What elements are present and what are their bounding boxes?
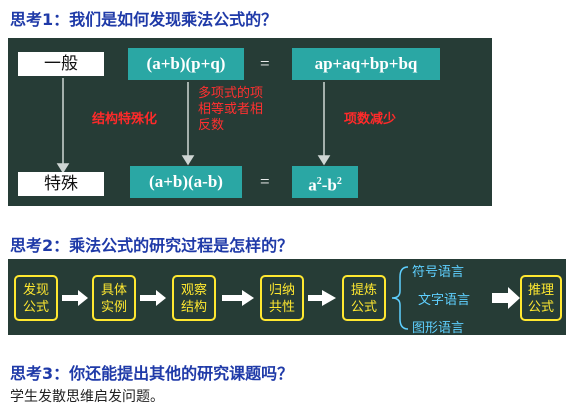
step-refine-formula: 提炼 公式 [342,275,386,321]
step-induce-commonality: 归纳 共性 [260,275,304,321]
equals-sign-top: = [260,54,270,73]
step-discover-formula: 发现 公式 [14,275,58,321]
special-result-exp-a: 2 [316,176,322,187]
equals-sign-bottom: = [260,172,270,191]
annotation-reduce: 项数减少 [344,112,397,127]
general-expression: (a+b)(p+q) [146,54,226,73]
step-reason-formula: 推理 公式 [520,275,562,321]
step-3-line1: 观察 [180,283,207,298]
general-result: ap+aq+bp+bq [314,54,418,73]
process-arrows [62,266,520,330]
arrow-2 [140,290,166,306]
language-graphic: 图形语言 [412,321,465,336]
annotation-terms: 多项式的项 相等或者相 反数 [198,86,263,134]
final-step-line2: 公式 [527,300,554,315]
general-label: 一般 [44,54,78,74]
step-concrete-examples: 具体 实例 [92,275,136,321]
language-symbol: 符号语言 [412,265,465,280]
question-1-title: 思考1：我们是如何发现乘法公式的？ [10,6,277,30]
general-label-box: 一般 [18,52,104,76]
question-2-title: 思考2：乘法公式的研究过程是怎样的？ [10,232,293,256]
arrow-1 [62,290,88,306]
research-process-panel: 发现 公式 具体 实例 观察 结构 归纳 共性 提炼 公式 符号语言 文字语言 … [8,259,566,336]
step-3-line2: 结构 [180,300,207,315]
annotation-terms-line2: 相等或者相 [198,102,264,117]
special-result-exp-b: 2 [336,176,342,187]
flow-arrows [56,78,331,174]
final-step-line1: 推理 [527,283,554,298]
question-3-text: 你还能提出其他的研究课题吗？ [69,364,294,383]
step-1-line1: 发现 [22,283,49,298]
question-1-text: 我们是如何发现乘法公式的？ [69,10,278,29]
arrow-3 [222,290,254,306]
special-label-box: 特殊 [18,172,104,196]
special-label: 特殊 [44,174,78,194]
annotation-structure: 结构特殊化 [92,112,158,127]
question-2-text: 乘法公式的研究过程是怎样的？ [69,236,294,255]
question-1-label: 思考1： [10,10,70,29]
question-3-label: 思考3： [10,364,70,383]
footer-note: 学生发散思维启发问题。 [10,389,164,405]
formula-discovery-panel: 一般 (a+b)(p+q) = ap+aq+bp+bq 结构特殊化 多项式的项 … [8,38,492,206]
special-result-minus-b: -b [321,175,337,195]
step-4-line2: 共性 [268,300,295,315]
special-expression-box: (a+b)(a-b) [130,166,242,198]
special-result-box: a2-b2 [292,166,358,198]
arrow-4 [308,290,336,306]
special-expression: (a+b)(a-b) [149,172,223,191]
question-2-label: 思考2： [10,236,70,255]
special-result-a: a [308,175,317,195]
general-result-box: ap+aq+bp+bq [292,48,440,80]
step-4-line1: 归纳 [268,283,295,298]
general-expression-box: (a+b)(p+q) [128,48,244,80]
step-observe-structure: 观察 结构 [172,275,216,321]
arrow-5 [492,287,520,309]
step-2-line1: 具体 [100,283,127,298]
annotation-terms-line1: 多项式的项 [198,86,264,101]
step-1-line2: 公式 [22,300,49,315]
question-3-title: 思考3：你还能提出其他的研究课题吗？ [10,360,293,384]
annotation-terms-line3: 反数 [198,118,225,133]
language-brace [391,266,409,330]
language-text: 文字语言 [418,293,471,308]
step-5-line1: 提炼 [350,283,377,298]
step-5-line2: 公式 [350,300,377,315]
step-2-line2: 实例 [100,300,127,315]
